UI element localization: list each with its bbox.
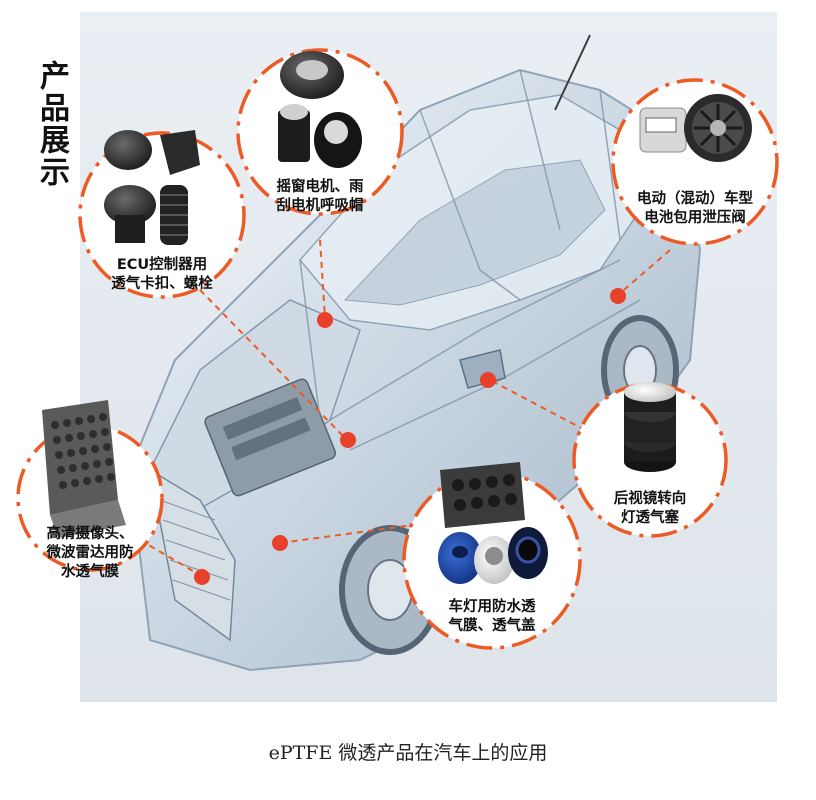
window-motor-caps-image	[278, 51, 362, 168]
dot-battery	[610, 288, 626, 304]
membrane-roll-image	[42, 400, 126, 538]
dot-window-motor	[317, 312, 333, 328]
label-battery: 电动（混动）车型 电池包用泄压阀	[637, 191, 753, 226]
side-title: 产品展示	[34, 60, 69, 188]
car-illustration	[128, 34, 702, 672]
dot-headlamp	[272, 535, 288, 551]
battery-valve-image	[639, 94, 752, 162]
callout-connectors	[139, 239, 671, 576]
ecu-products-image	[104, 130, 200, 245]
label-window-motor: 摇窗电机、雨 刮电机呼吸帽	[276, 179, 364, 214]
label-ecu: ECU控制器用 透气卡扣、螺栓	[111, 257, 213, 292]
label-camera: 高清摄像头、 微波雷达用防 水透气膜	[46, 526, 134, 580]
label-headlamp: 车灯用防水透 气膜、透气盖	[448, 599, 536, 634]
target-dots	[194, 288, 626, 585]
dot-camera	[194, 569, 210, 585]
dot-mirror	[480, 372, 496, 388]
figure-caption: ePTFE 微透产品在汽车上的应用	[268, 742, 548, 764]
headlamp-products-image	[438, 462, 548, 584]
label-mirror: 后视镜转向 灯透气塞	[613, 491, 687, 526]
mirror-plug-image	[624, 382, 676, 472]
dot-ecu	[340, 432, 356, 448]
